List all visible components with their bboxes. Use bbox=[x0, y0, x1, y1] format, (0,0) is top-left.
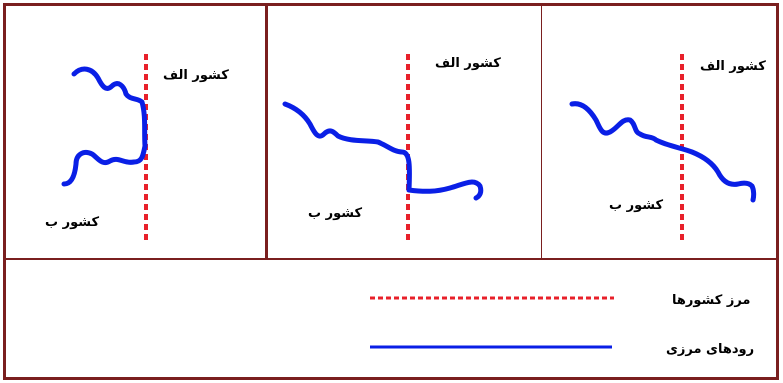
panel-3-river bbox=[569, 101, 757, 203]
panel-1-drawing bbox=[61, 54, 148, 242]
panel-3: کشور الف کشور ب bbox=[542, 6, 776, 258]
panel-1-country-b-label: کشور ب bbox=[45, 215, 100, 230]
diagram-frame: کشور الف کشور ب کشور الف کشور ب کشور الف… bbox=[3, 3, 779, 380]
panel-2: کشور الف کشور ب bbox=[268, 6, 542, 258]
panel-1-river bbox=[61, 66, 148, 187]
panels-row: کشور الف کشور ب کشور الف کشور ب کشور الف… bbox=[6, 6, 776, 260]
panel-1-country-a-label: کشور الف bbox=[163, 68, 229, 83]
legend-river-label: رودهای مرزی bbox=[666, 342, 755, 357]
legend-swatches bbox=[370, 296, 614, 349]
legend-border-label: مرز کشورها bbox=[672, 293, 751, 308]
panel-2-drawing bbox=[282, 54, 484, 242]
panel-3-country-b-label: کشور ب bbox=[609, 198, 664, 213]
panel-1: کشور الف کشور ب bbox=[6, 6, 268, 258]
panel-2-country-a-label: کشور الف bbox=[435, 56, 501, 71]
panel-2-country-b-label: کشور ب bbox=[308, 206, 363, 221]
panel-3-country-a-label: کشور الف bbox=[700, 59, 766, 74]
panel-2-river bbox=[282, 101, 484, 201]
legend: مرز کشورها رودهای مرزی bbox=[6, 260, 776, 377]
panel-3-drawing bbox=[569, 54, 757, 242]
